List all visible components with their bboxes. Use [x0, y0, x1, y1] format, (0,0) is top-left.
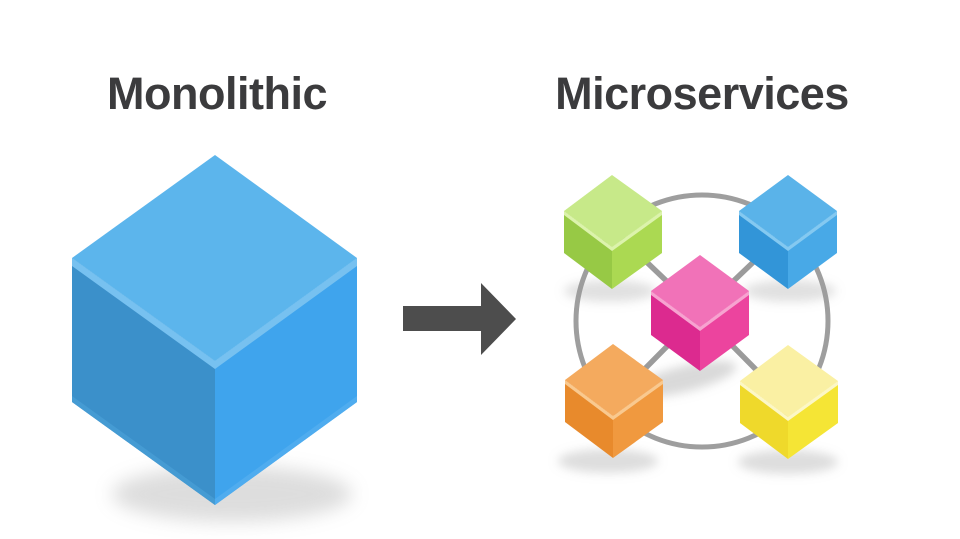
green-cube-left-face — [564, 211, 612, 289]
service-cube-yellow — [740, 345, 838, 459]
monolith-cube-bottom-bevel-right — [215, 396, 357, 505]
blue-cube-left-face — [739, 211, 788, 289]
orange-cube-shadow — [558, 449, 658, 473]
yellow-cube-left-face — [740, 381, 788, 459]
monolith-cube-bottom-bevel-left — [72, 396, 215, 505]
microservices-title: Microservices — [555, 68, 849, 119]
microservices-diagram — [558, 175, 838, 474]
green-cube-right-face — [612, 211, 662, 289]
monolith-cube-right-face — [215, 258, 357, 505]
service-cube-pink — [651, 255, 749, 371]
network-ring — [573, 192, 831, 450]
monolithic-title: Monolithic — [107, 68, 327, 119]
yellow-cube-top-face — [740, 345, 838, 417]
monolith-cube — [72, 155, 357, 522]
green-cube-top-face — [564, 175, 662, 247]
right-arrow-icon — [403, 283, 516, 355]
pink-cube-left-face — [651, 291, 700, 371]
yellow-cube-right-face — [788, 381, 838, 459]
pink-cube-right-face — [700, 291, 749, 371]
monolith-cube-left-face — [72, 258, 215, 505]
orange-cube-left-face — [565, 380, 613, 458]
yellow-cube-shadow — [738, 450, 838, 474]
blue-cube-right-face — [788, 211, 837, 289]
pink-cube-top-face — [651, 255, 749, 327]
monolith-cube-shadow — [112, 466, 352, 522]
service-cube-orange — [565, 344, 663, 458]
blue-cube-top-face — [739, 175, 837, 247]
green-cube-shadow — [564, 280, 656, 302]
service-cube-blue — [739, 175, 837, 289]
orange-cube-right-face — [613, 380, 663, 458]
blue-cube-shadow — [744, 280, 836, 302]
orange-cube-top-face — [565, 344, 663, 416]
service-cube-green — [564, 175, 662, 289]
monolith-cube-top-face — [72, 155, 357, 361]
service-cube-shadows — [558, 280, 838, 474]
